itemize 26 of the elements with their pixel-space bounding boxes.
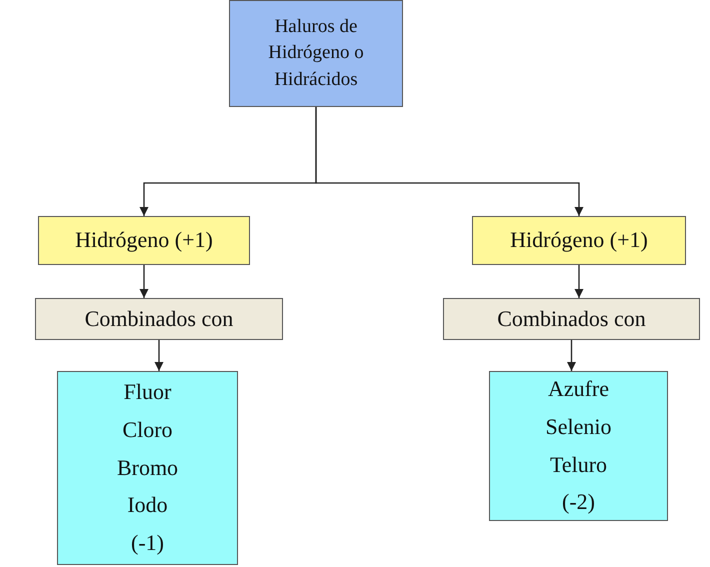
node-text: Haluros de Hidrógeno o Hidrácidos — [267, 14, 365, 92]
arrow — [154, 340, 164, 371]
label-box — [35, 298, 283, 340]
node-text: Selenio — [546, 412, 612, 441]
arrow — [139, 265, 149, 298]
arrow — [574, 265, 584, 298]
label-box — [38, 216, 250, 265]
title-box — [229, 0, 403, 107]
node-text: Bromo — [116, 454, 178, 482]
node-text: Hidrógeno (+1) — [75, 226, 213, 254]
label-box — [472, 216, 686, 265]
label-box — [443, 298, 700, 340]
node-text: Combinados con — [84, 304, 234, 333]
node-text: Azufre — [548, 374, 610, 403]
node-text: Combinados con — [497, 304, 646, 333]
node-text: Fluor — [124, 378, 172, 406]
node-text: Iodo — [127, 491, 168, 520]
arrow — [566, 340, 576, 371]
node-text: Hidrógeno (+1) — [510, 226, 648, 254]
element-list-box — [489, 371, 668, 521]
node-text: (-1) — [131, 529, 164, 558]
node-text: (-2) — [562, 488, 595, 516]
element-list-box — [57, 371, 238, 565]
node-text: Cloro — [122, 416, 173, 444]
arrow — [315, 107, 584, 216]
node-text: Teluro — [550, 450, 608, 478]
